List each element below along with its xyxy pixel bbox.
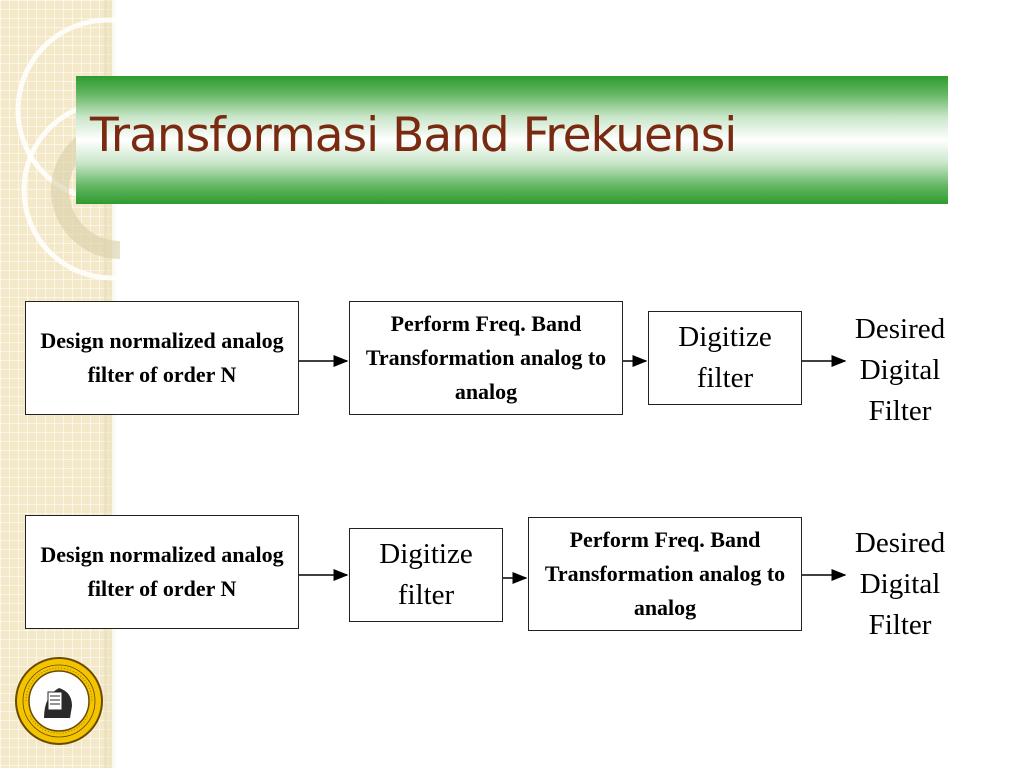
row1-design-box: Design normalized analog filter of order… [25,301,299,415]
row1-design-label: Design normalized analog filter of order… [40,328,284,387]
row2-design-box: Design normalized analog filter of order… [25,515,299,629]
slide-title: Transformasi Band Frekuensi [90,108,737,163]
row1-transform-box: Perform Freq. Band Transformation analog… [349,301,623,415]
row1-digitize-box: Digitize filter [648,311,802,405]
institution-logo [15,657,103,745]
title-bar [76,76,948,204]
row1-digitize-label: Digitize filter [678,321,772,394]
row1-transform-label: Perform Freq. Band Transformation analog… [365,311,607,404]
row1-output-label: Desired Digital Filter [854,313,946,427]
row2-output-label: Desired Digital Filter [854,527,946,641]
row2-design-label: Design normalized analog filter of order… [40,542,284,601]
row2-digitize-label: Digitize filter [379,538,473,611]
row2-transform-box: Perform Freq. Band Transformation analog… [528,517,802,631]
row2-transform-label: Perform Freq. Band Transformation analog… [544,527,786,620]
row2-digitize-box: Digitize filter [349,528,503,622]
